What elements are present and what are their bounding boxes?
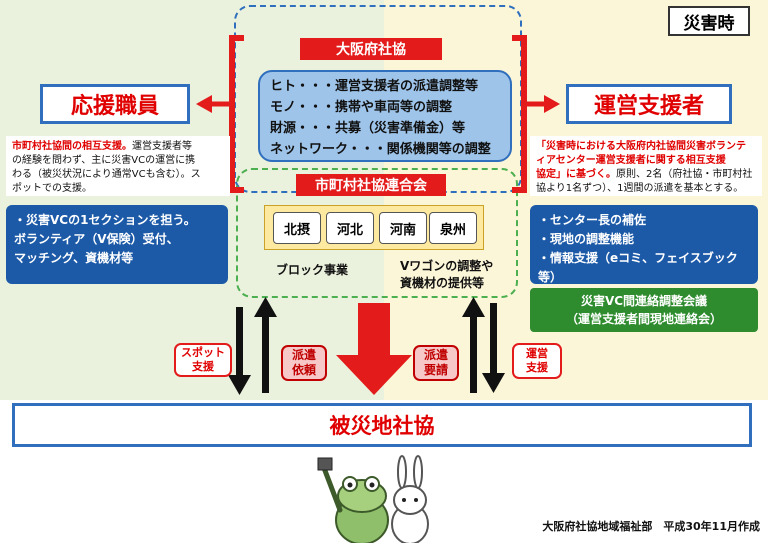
spot-support-line1: スポット [181,346,225,359]
right-description: 「災害時における大阪府内社協間災害ボランテ ィアセンター運営支援者に関する相互支… [530,136,762,196]
right-up-arrow [462,297,485,393]
dispatch-demand-label: 派遣 要請 [413,345,459,381]
left-note-line2: の経験を問わず、主に災害VCの運営に携 [12,155,196,166]
block-buttons-area: 北摂 河北 河南 泉州 [264,205,484,250]
left-panel-background [0,0,384,400]
vertical-arrows [228,297,505,395]
block-senshu: 泉州 [429,212,477,244]
dispatch-request-line2: 依頼 [291,363,316,377]
operation-support-label: 運営 支援 [512,343,562,379]
right-task-3: ・情報支援（eコミ、フェイスブック等） [538,251,738,284]
left-up-arrow [254,297,277,393]
left-task-1: ・災害VCの1セクションを担う。 [14,213,196,227]
right-horizontal-arrow [524,95,560,113]
municipal-federation-outline [236,168,518,298]
footer-credit: 大阪府社協地域福祉部 平成30年11月作成 [542,520,760,533]
right-task-2: ・現地の調整機能 [538,232,635,246]
block-kanan: 河南 [379,212,427,244]
left-task-2: ボランティア（V保険）受付、 [14,232,179,246]
left-description: 市町村社協間の相互支援。運営支援者等 の経験を問わず、主に災害VCの運営に携 わ… [6,136,230,196]
left-down-arrow [228,307,251,395]
disaster-time-tag: 災害時 [668,6,750,36]
center-down-arrow [336,303,412,395]
spot-support-label: スポット 支援 [174,343,232,377]
right-task-1: ・センター長の補佐 [538,213,647,227]
rabbit-character-icon [391,455,429,543]
right-note-line2: ィアセンター運営支援者に関する相互支援 [536,155,726,166]
block-hokusetsu: 北摂 [273,212,321,244]
right-bracket-shape [512,35,527,193]
left-note-line4: ポットでの支援。 [12,183,92,194]
block-business-caption: ブロック事業 [276,263,349,277]
dispatch-request-line1: 派遣 [291,348,316,362]
operation-supporter-label: 運営支援者 [566,84,732,124]
dispatch-demand-line1: 派遣 [423,348,448,362]
role-network: ネットワーク・・・関係機関等の調整 [270,142,491,157]
liaison-line1: 災害VC間連絡調整会議 [580,294,708,308]
left-note-line3: わる（被災状況により通常VCも含む）。ス [12,169,201,180]
liaison-meeting-box: 災害VC間連絡調整会議 （運営支援者間現地連絡会） [530,288,758,332]
wagon-caption-2: 資機材の提供等 [400,276,485,290]
prefecture-council-roles: ヒト・・・運営支援者の派遣調整等 モノ・・・携帯や車両等の調整 財源・・・共募（… [258,70,512,162]
operation-support-line1: 運営 [526,347,548,360]
left-tasks-box: ・災害VCの1セクションを担う。 ボランティア（V保険）受付、 マッチング、資機… [6,205,228,284]
left-horizontal-arrow [196,95,232,113]
operation-support-line2: 支援 [526,361,548,374]
support-staff-label: 応援職員 [40,84,190,124]
wagon-caption-1: Vワゴンの調整や [400,259,494,273]
left-task-3: マッチング、資機材等 [14,251,134,265]
right-note-line1: 「災害時における大阪府内社協間災害ボランテ [536,141,746,152]
affected-area-council: 被災地社協 [12,403,752,447]
liaison-line2: （運営支援者間現地連絡会） [565,312,722,326]
connector-arrows [196,35,560,193]
role-goods: モノ・・・携帯や車両等の調整 [270,100,453,115]
role-people: ヒト・・・運営支援者の派遣調整等 [270,79,479,94]
prefecture-council-title: 大阪府社協 [300,38,442,60]
dispatch-request-label: 派遣 依頼 [281,345,327,381]
left-bracket-shape [229,35,244,193]
spot-support-line2: 支援 [192,360,214,373]
right-note-line3: 原則、2名（府社協・市町村社 [616,169,753,180]
dispatch-demand-line2: 要請 [423,363,448,377]
right-note-line3-highlight: 協定」に基づく。 [536,169,616,180]
frog-character-icon [317,457,389,543]
right-panel-background [384,0,768,400]
left-note-line1: 運営支援者等 [132,141,192,152]
municipal-federation-title: 市町村社協連合会 [296,174,446,196]
right-down-arrow [482,303,505,393]
right-tasks-box: ・センター長の補佐 ・現地の調整機能 ・情報支援（eコミ、フェイスブック等） [530,205,758,284]
role-funds: 財源・・・共募（災害準備金）等 [270,121,466,136]
right-note-line4: 協より1名ずつ）、1週間の派遣を基本とする。 [536,183,744,194]
mascot-illustration [317,455,429,543]
block-kahoku: 河北 [326,212,374,244]
left-note-highlight: 市町村社協間の相互支援。 [12,141,132,152]
